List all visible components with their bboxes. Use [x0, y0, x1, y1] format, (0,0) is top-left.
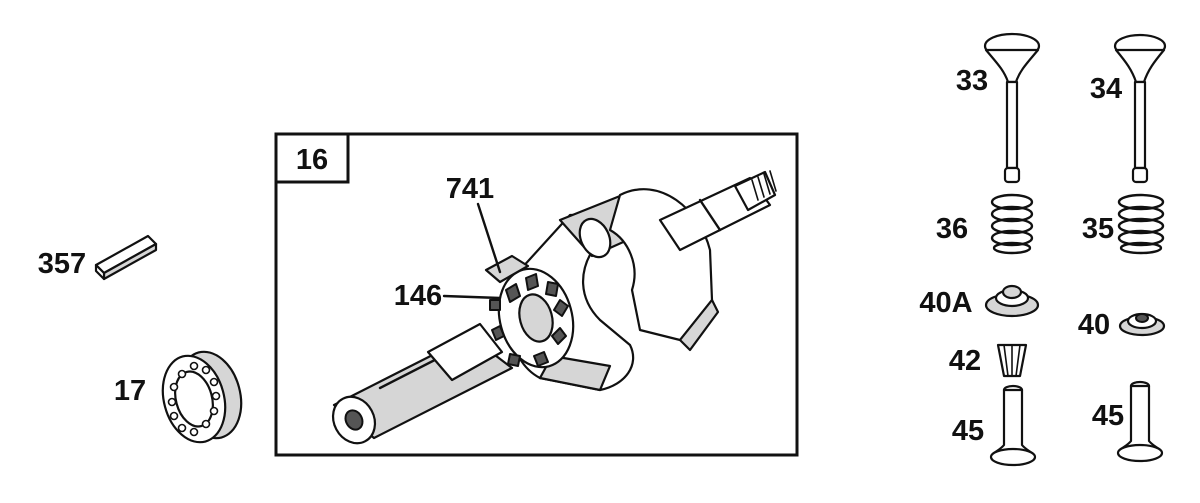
label-40a: 40A	[919, 287, 972, 319]
label-34: 34	[1090, 73, 1122, 105]
leader-146	[442, 294, 502, 300]
crankshaft-box-number-frame	[274, 132, 350, 184]
valve-spring-left	[990, 193, 1034, 255]
valve-spring-right	[1117, 193, 1165, 255]
label-42: 42	[949, 345, 981, 377]
retainer-40a	[984, 284, 1040, 318]
crankshaft-illustration	[331, 170, 777, 445]
label-16: 16	[296, 144, 328, 176]
ball-bearing	[161, 350, 243, 444]
label-33: 33	[956, 65, 988, 97]
label-36: 36	[936, 213, 968, 245]
crankshaft-box: 16	[274, 132, 799, 457]
label-35: 35	[1082, 213, 1114, 245]
valve-collet	[996, 343, 1028, 378]
tappet-left	[989, 384, 1037, 467]
crank-key	[94, 234, 158, 281]
tappet-right	[1116, 380, 1164, 463]
thread-end	[751, 170, 777, 201]
valve-exhaust	[1113, 33, 1167, 184]
label-45-left: 45	[952, 415, 984, 447]
label-17: 17	[114, 375, 146, 407]
timing-gear	[489, 267, 575, 369]
retainer-40	[1118, 312, 1166, 337]
label-741: 741	[446, 173, 494, 205]
leader-741	[476, 202, 502, 274]
label-146: 146	[394, 280, 442, 312]
label-357: 357	[38, 248, 86, 280]
valve-intake	[983, 32, 1041, 184]
label-40: 40	[1078, 309, 1110, 341]
label-45-right: 45	[1092, 400, 1124, 432]
